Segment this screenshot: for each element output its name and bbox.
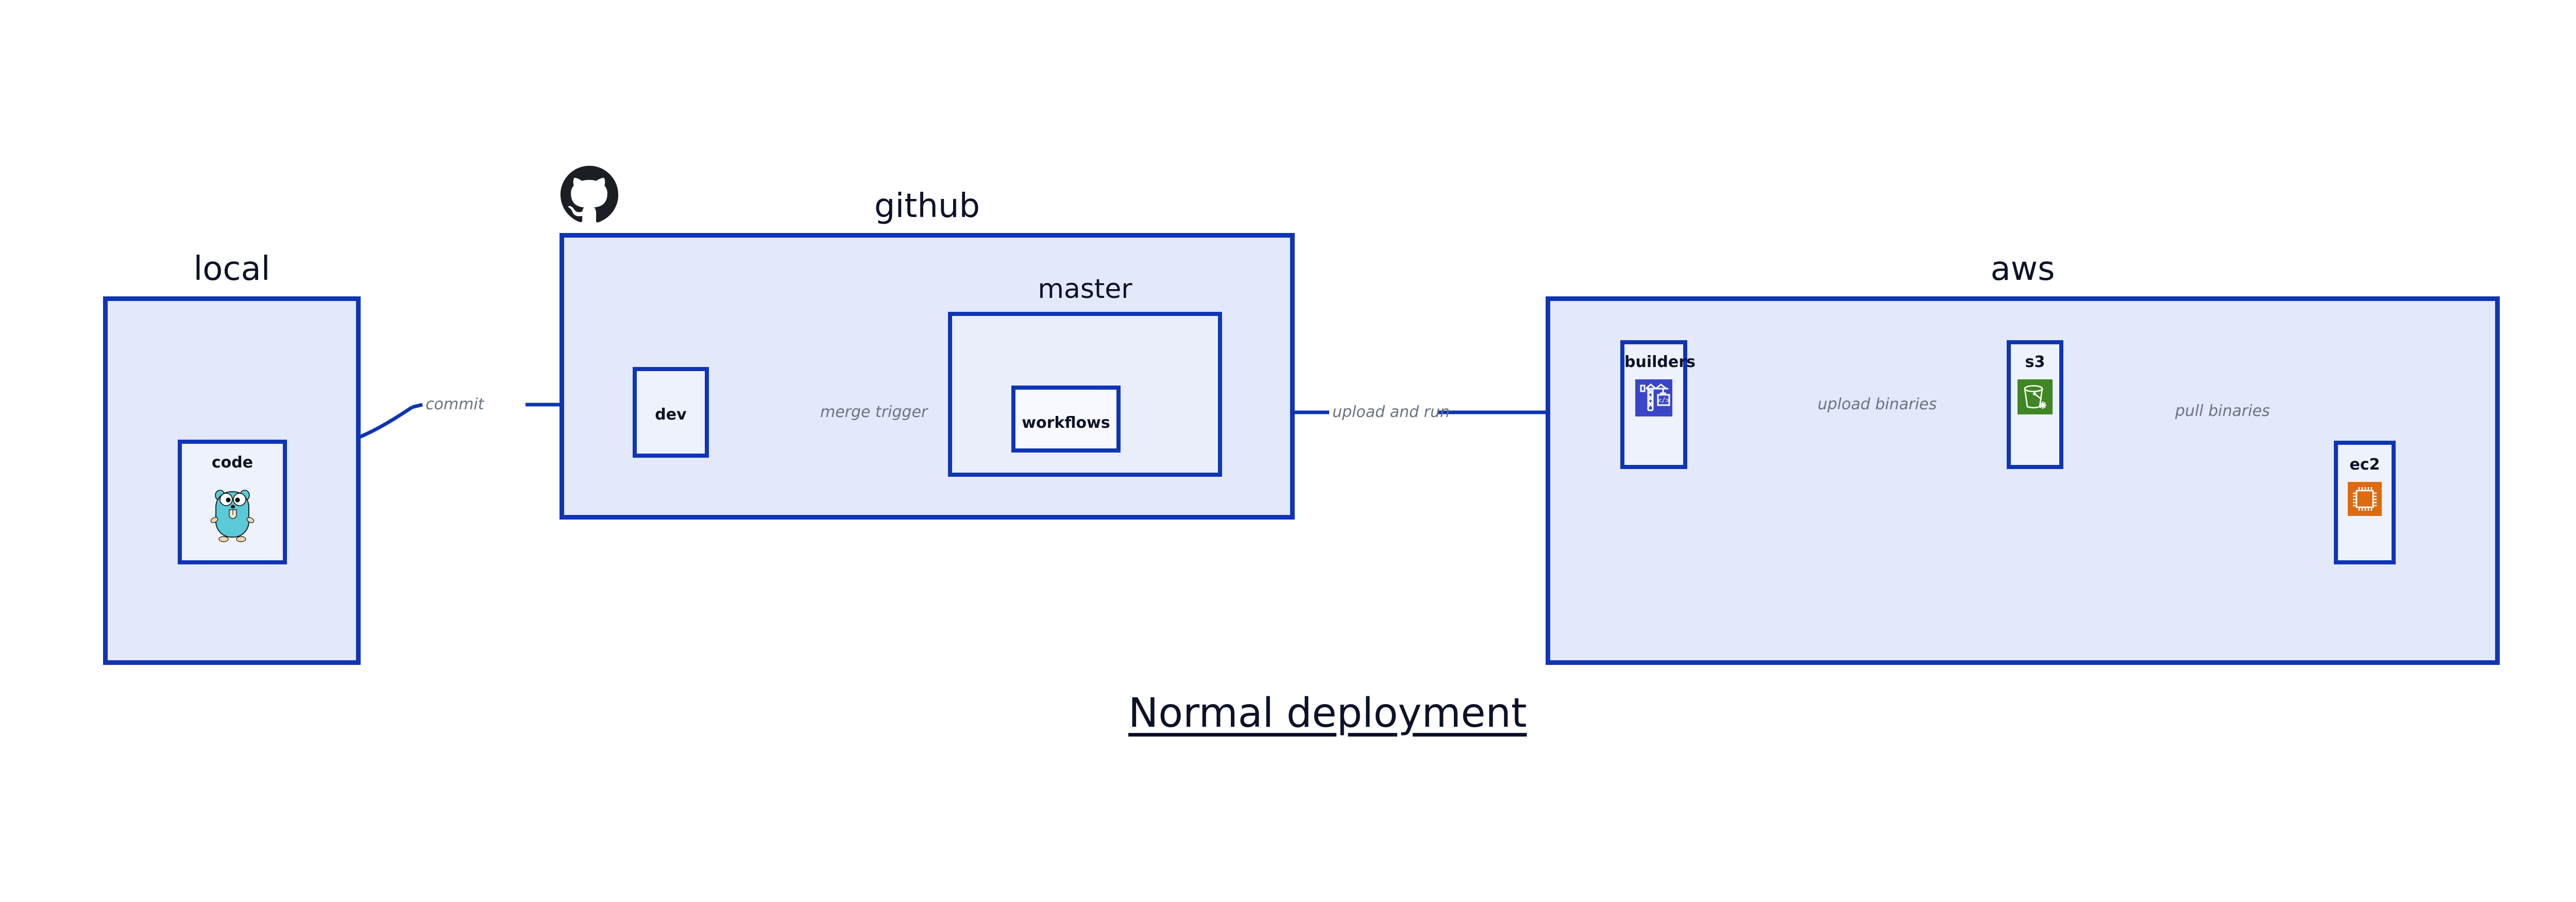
group-title-github: github	[874, 187, 980, 225]
node-dev[interactable]: dev	[633, 367, 709, 458]
edge-label-merge-trigger: merge trigger	[820, 403, 928, 421]
node-code-label: code	[211, 454, 253, 472]
node-code[interactable]: code	[178, 440, 287, 564]
edge-label-commit: commit	[426, 395, 484, 413]
node-builders-label: builders	[1624, 353, 1696, 371]
cpu-chip-icon	[2348, 482, 2382, 516]
node-workflows-label: workflows	[1022, 414, 1110, 432]
group-title-master: master	[1038, 274, 1132, 305]
edge-label-pull-binaries: pull binaries	[2175, 402, 2270, 420]
crane-code-icon: </>	[1635, 379, 1672, 416]
svg-text:</>: </>	[1657, 397, 1670, 405]
node-s3-label: s3	[2025, 353, 2045, 371]
node-dev-label: dev	[655, 406, 687, 424]
go-gopher-icon	[208, 484, 257, 545]
node-s3[interactable]: s3	[2007, 340, 2063, 469]
edge-label-upload-binaries: upload binaries	[1818, 395, 1937, 413]
s3-bucket-icon	[2018, 379, 2053, 414]
github-octocat-icon	[558, 164, 621, 227]
page-title: Normal deployment	[1128, 690, 1527, 737]
node-builders[interactable]: builders </>	[1620, 340, 1696, 469]
node-ec2[interactable]: ec2	[2334, 441, 2396, 564]
edge-label-upload-and-run: upload and run	[1332, 403, 1450, 421]
node-workflows[interactable]: workflows	[1011, 386, 1121, 453]
group-title-aws: aws	[1990, 250, 2055, 288]
node-ec2-label: ec2	[2349, 456, 2380, 474]
group-title-local: local	[193, 250, 270, 288]
